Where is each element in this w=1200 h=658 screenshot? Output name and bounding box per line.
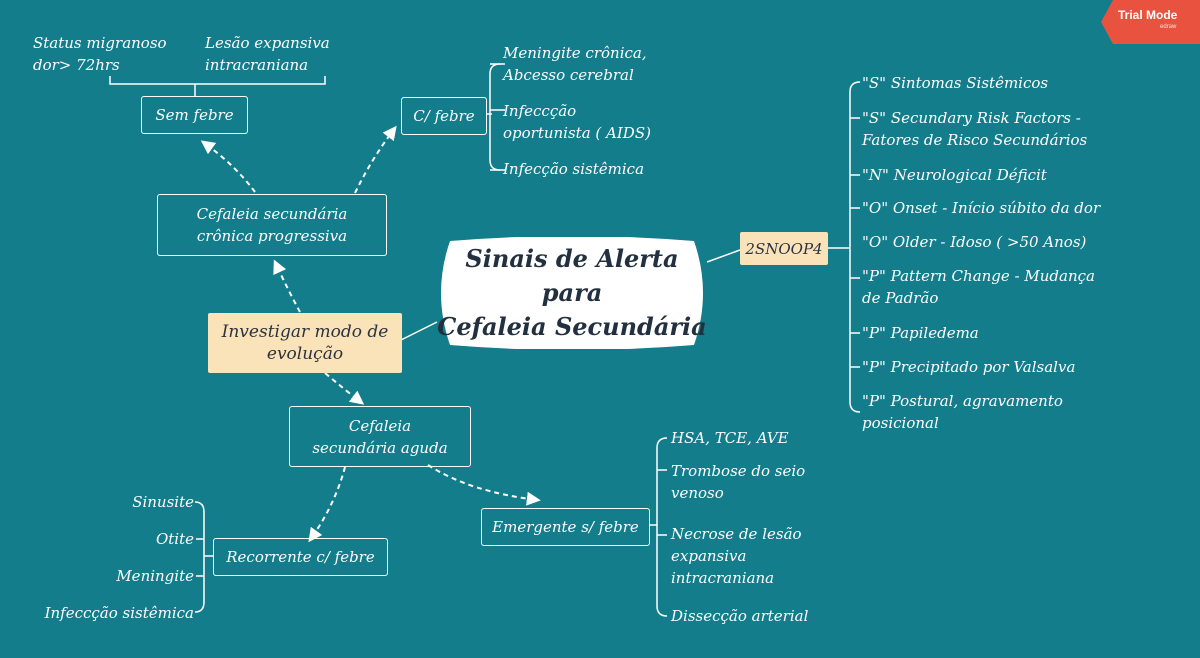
emergent-item: Dissecção arterial — [671, 607, 809, 625]
chronic-node[interactable]: Cefaleia secundária crônica progressiva — [157, 194, 387, 256]
snoop-item: "S" Sintomas Sistêmicos — [862, 74, 1049, 92]
fever-item: Meningite crônica, Abcesso cerebral — [503, 44, 647, 84]
recurrent-item: Otite — [155, 530, 194, 548]
link-central-snoop — [706, 249, 741, 263]
trial-mode-sub: edraw — [1160, 24, 1177, 30]
arrow-to-fever — [354, 125, 397, 194]
investigate-node[interactable]: Investigar modo de evolução — [208, 313, 402, 373]
snoop-item: "O" Older - Idoso ( >50 Anos) — [862, 233, 1087, 251]
snoop-item: "N" Neurological Déficit — [862, 166, 1047, 184]
emergent-item: Trombose do seio venoso — [671, 462, 806, 502]
bracket-recurrent — [194, 501, 205, 613]
central-topic[interactable]: Sinais de Alerta para Cefaleia Secundári… — [432, 237, 712, 349]
trial-mode-label: Trial Mode — [1118, 8, 1178, 22]
snoop-item: "S" Secundary Risk Factors - Fatores de … — [862, 109, 1088, 149]
emergent-item: Necrose de lesão expansiva intracraniana — [671, 525, 802, 587]
snoop-item: "O" Onset - Início súbito da dor — [862, 199, 1101, 217]
emergent-item: HSA, TCE, AVE — [671, 429, 789, 447]
link-central-investigate — [400, 321, 438, 341]
emergent-node[interactable]: Emergente s/ febre — [481, 508, 650, 546]
recurrent-item: Sinusite — [132, 493, 194, 511]
bracket-emergent — [656, 437, 668, 617]
snoop-item: "P" Pattern Change - Mudança de Padrão — [862, 267, 1095, 307]
snoop-item: "P" Papiledema — [862, 324, 979, 342]
no-fever-item: Lesão expansiva intracraniana — [205, 34, 330, 74]
bracket-fever — [487, 63, 501, 171]
arrow-to-acute — [324, 372, 365, 405]
fever-item: Infeccção oportunista ( AIDS) — [503, 102, 651, 142]
arrow-to-emergent — [427, 464, 541, 506]
recurrent-node[interactable]: Recorrente c/ febre — [213, 538, 388, 576]
acute-node[interactable]: Cefaleia secundária aguda — [289, 406, 471, 467]
recurrent-item: Meningite — [116, 567, 194, 585]
fever-item: Infecção sistêmica — [503, 160, 645, 178]
snoop-node[interactable]: 2SNOOP4 — [740, 232, 828, 265]
recurrent-item: Infeccção sistêmica — [44, 604, 194, 622]
trial-mode-badge — [1101, 0, 1200, 44]
bracket-snoop — [849, 81, 861, 413]
arrow-to-recurrent — [308, 466, 346, 543]
fever-node[interactable]: C/ febre — [401, 97, 487, 135]
central-shape — [441, 237, 703, 349]
no-fever-node[interactable]: Sem febre — [141, 96, 248, 134]
arrow-to-no-fever — [200, 140, 256, 193]
snoop-item: "P" Postural, agravamento posicional — [862, 392, 1063, 432]
arrow-to-chronic — [273, 259, 301, 313]
bracket-no-fever — [109, 76, 326, 96]
no-fever-item: Status migranoso dor> 72hrs — [33, 34, 167, 74]
snoop-item: "P" Precipitado por Valsalva — [862, 358, 1076, 376]
central-title: Sinais de Alerta para Cefaleia Secundári… — [437, 244, 707, 341]
